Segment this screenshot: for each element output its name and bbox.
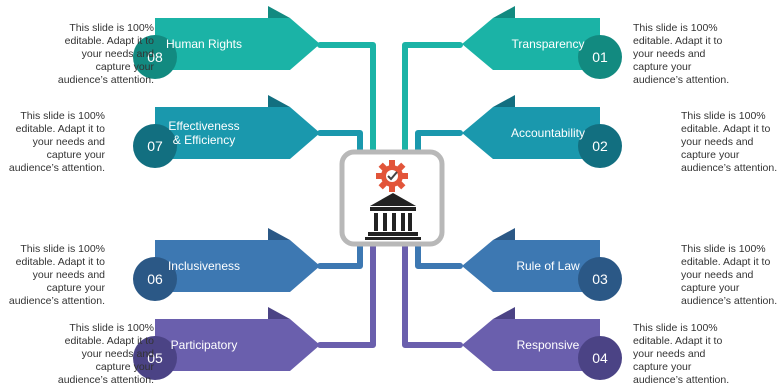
description-02: This slide is 100% editable. Adapt it to… [681, 110, 778, 174]
banner-fold [268, 95, 290, 107]
number-circle [578, 336, 622, 380]
connector-line [402, 42, 463, 166]
banner-05: 05 Participatory [133, 307, 320, 380]
description-04: This slide is 100% editable. Adapt it to… [633, 322, 730, 386]
connector-line [317, 42, 376, 166]
connector-line [317, 215, 376, 348]
gear-tooth [389, 160, 395, 167]
banner-body [462, 240, 600, 292]
description-06: This slide is 100% editable. Adapt it to… [8, 243, 105, 307]
number-label: 04 [592, 350, 608, 366]
banner-fold [268, 228, 290, 240]
description-05: This slide is 100% editable. Adapt it to… [57, 322, 154, 386]
banner-body [155, 240, 320, 292]
banner-fold [268, 307, 290, 319]
number-circle [578, 35, 622, 79]
banner-fold [268, 6, 290, 18]
building-base [368, 232, 418, 236]
banner-04: 04 Responsive [462, 307, 622, 380]
banner-label: Participatory [171, 338, 238, 352]
number-circle [133, 257, 177, 301]
banner-label-line: Accountability [511, 126, 585, 140]
building-column [383, 213, 387, 231]
check-mark [387, 171, 398, 181]
banner-body [462, 107, 600, 159]
banner-body [155, 107, 320, 159]
banner-label: Accountability [511, 126, 585, 140]
banner-label-line: Participatory [171, 338, 238, 352]
number-label: 02 [592, 138, 608, 154]
description-07: This slide is 100% editable. Adapt it to… [8, 110, 105, 174]
banner-body [462, 18, 600, 70]
banner-fold [493, 307, 515, 319]
banner-label: Responsive [517, 338, 580, 352]
number-label: 01 [592, 49, 608, 65]
banner-body [462, 319, 600, 371]
number-circle [578, 124, 622, 168]
banner-label: Effectiveness& Efficiency [168, 119, 239, 147]
description-03: This slide is 100% editable. Adapt it to… [681, 243, 778, 307]
number-label: 08 [147, 49, 163, 65]
number-circle [578, 257, 622, 301]
building-column [374, 213, 378, 231]
banner-label-line: Rule of Law [516, 259, 580, 273]
banner-02: 02 Accountability [462, 95, 622, 168]
gear-tooth [389, 185, 395, 192]
building-column [392, 213, 396, 231]
building-roof [370, 193, 416, 206]
banner-label-line: Inclusiveness [168, 259, 240, 273]
number-label: 06 [147, 271, 163, 287]
banner-fold [493, 228, 515, 240]
number-label: 05 [147, 350, 163, 366]
banner-label: Transparency [512, 37, 585, 51]
banner-01: 01 Transparency [462, 6, 622, 79]
banner-label: Rule of Law [516, 259, 580, 273]
government-building-icon [365, 193, 421, 240]
building-entablature [370, 207, 416, 211]
banner-fold [493, 95, 515, 107]
banner-label: Inclusiveness [168, 259, 240, 273]
banner-07: 07 Effectiveness& Efficiency [133, 95, 320, 168]
banner-body [155, 319, 320, 371]
number-circle [133, 124, 177, 168]
number-label: 03 [592, 271, 608, 287]
banner-label-line: Human Rights [166, 37, 242, 51]
building-column [408, 213, 412, 231]
banner-body [155, 18, 320, 70]
building-column [401, 213, 405, 231]
banner-label-line: Responsive [517, 338, 580, 352]
building-step [365, 237, 421, 240]
banner-06: 06 Inclusiveness [133, 228, 320, 301]
description-08: This slide is 100% editable. Adapt it to… [57, 22, 154, 86]
gear-check-icon [376, 160, 408, 192]
banner-label: Human Rights [166, 37, 242, 51]
banner-03: 03 Rule of Law [462, 228, 622, 301]
banner-label-line: & Efficiency [173, 133, 235, 147]
connector-line [402, 215, 463, 348]
description-01: This slide is 100% editable. Adapt it to… [633, 22, 730, 86]
number-circle [133, 336, 177, 380]
banner-label-line: Transparency [512, 37, 585, 51]
number-label: 07 [147, 138, 163, 154]
number-circle [133, 35, 177, 79]
banner-label-line: Effectiveness [168, 119, 239, 133]
banner-fold [493, 6, 515, 18]
